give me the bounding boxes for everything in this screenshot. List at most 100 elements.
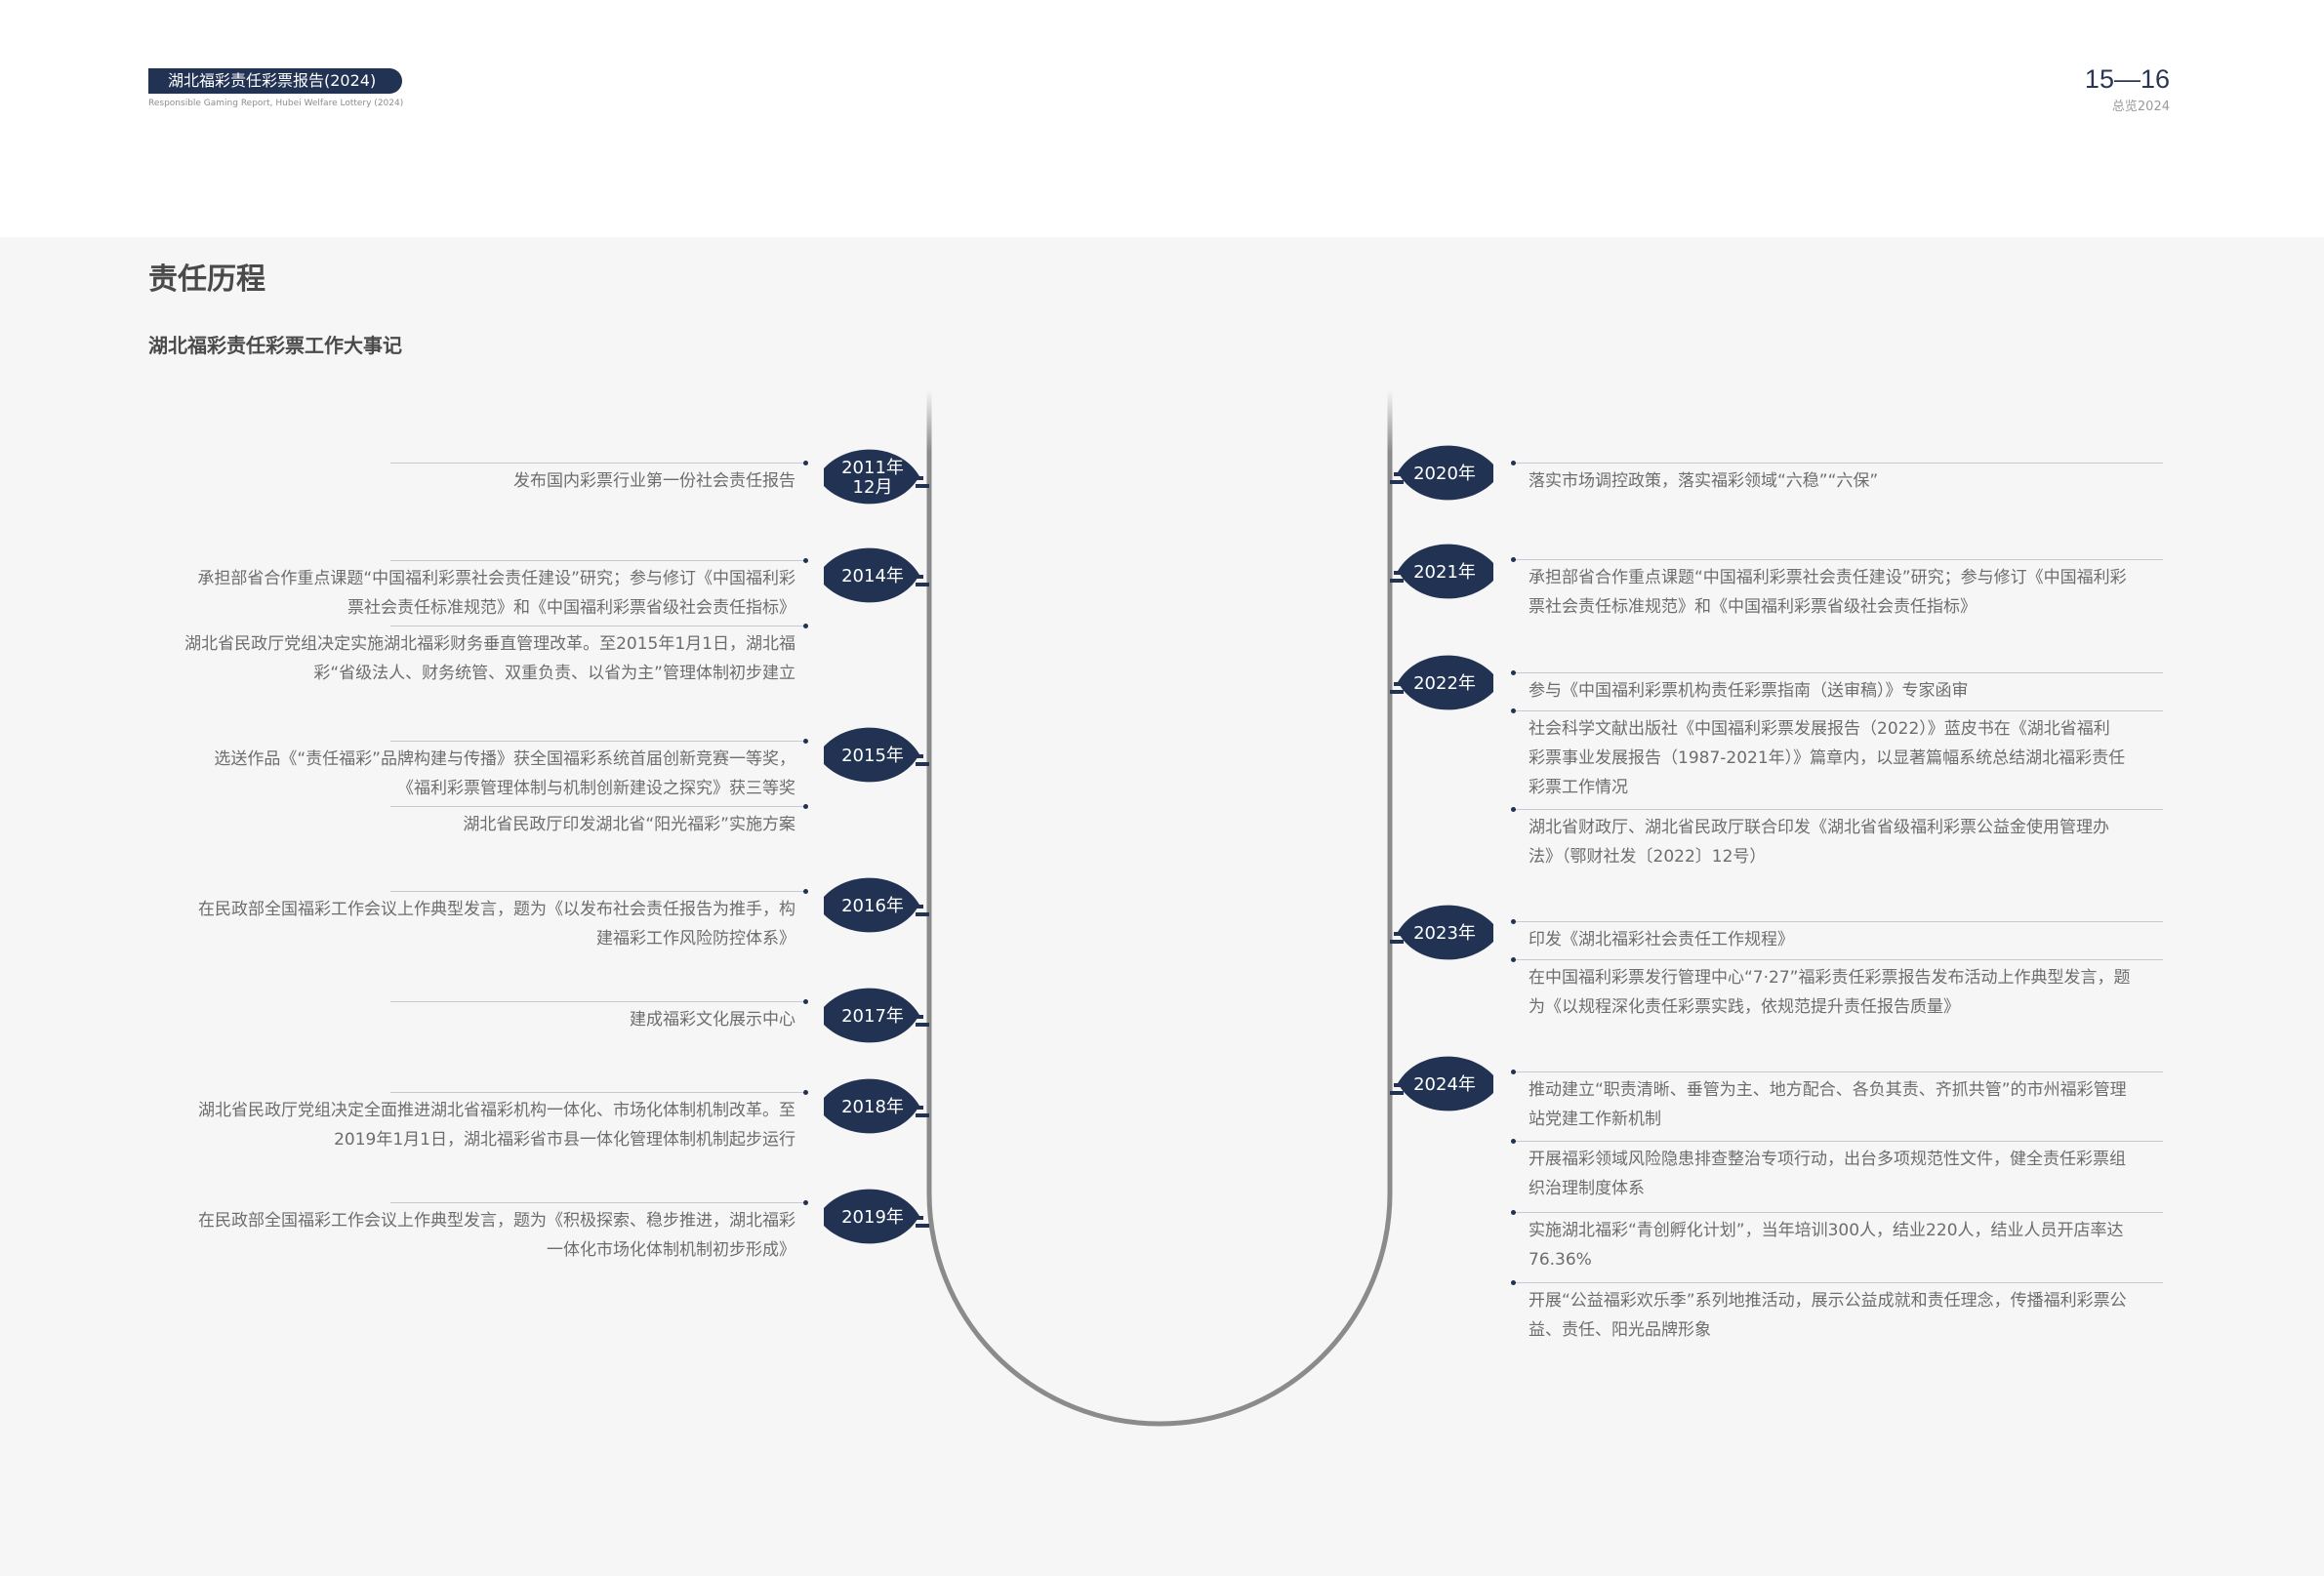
year-leaf-r-4: 2024年 [1394,1054,1495,1116]
milestone-rule [1515,1071,2163,1072]
leaf-stem [1390,579,1404,583]
milestone-rule [390,463,805,464]
leaf-stem [916,583,929,586]
milestone-dot [1511,1210,1516,1215]
milestone-rule [390,891,805,892]
milestone-dot [803,624,808,628]
milestone-dot [1511,807,1516,812]
year-leaf-r-0: 2020年 [1394,443,1495,505]
content-panel [0,237,2324,1576]
milestone-rule [390,1202,805,1203]
milestone-text-l-1-0: 承担部省合作重点课题“中国福利彩票社会责任建设”研究；参与修订《中国福利彩票社会… [197,569,795,618]
year-leaf-l-6: 2019年 [822,1187,923,1249]
milestone-rule [1515,1212,2163,1213]
milestone-dot [803,1090,808,1095]
leaf-shape [1394,445,1493,501]
year-label: 2023年 [1413,923,1476,944]
milestone-text-l-1-1: 湖北省民政厅党组决定实施湖北福彩财务垂直管理改革。至2015年1月1日，湖北福彩… [184,634,795,683]
leaf-stem [916,1113,929,1117]
page-number: 15—16 [2084,64,2170,94]
leaf-shape [1394,544,1493,599]
leaf-stem [916,1224,929,1228]
year-leaf-r-1: 2021年 [1394,542,1495,604]
report-subtitle-en: Responsible Gaming Report, Hubei Welfare… [148,99,404,108]
milestone-dot [1511,670,1516,675]
milestone-rule [1515,710,2163,711]
leaf-stem [916,912,929,916]
milestone-dot [803,804,808,809]
leaf-shape [824,1078,923,1134]
milestone-dot [803,558,808,563]
milestone-dot [1511,1070,1516,1074]
milestone-rule [390,741,805,742]
milestone-rule [390,560,805,561]
year-label: 2019年 [841,1207,904,1228]
year-label: 2015年 [841,746,904,766]
year-label: 2022年 [1413,673,1476,694]
leaf-stem [1390,940,1404,944]
leaf-shape [1394,905,1493,960]
milestone-dot [1511,557,1516,562]
leaf-shape [824,449,923,505]
milestone-text-r-2-2: 湖北省财政厅、湖北省民政厅联合印发《湖北省省级福利彩票公益金使用管理办法》（鄂财… [1529,818,2109,867]
section-subtitle: 湖北福彩责任彩票工作大事记 [148,334,402,357]
year-leaf-l-5: 2018年 [822,1076,923,1139]
milestone-rule [1515,1141,2163,1142]
milestone-dot [803,889,808,894]
year-label: 2018年 [841,1097,904,1117]
milestone-text-r-2-1: 社会科学文献出版社《中国福利彩票发展报告（2022）》蓝皮书在《湖北省福利彩票事… [1529,719,2126,797]
year-leaf-l-3: 2016年 [822,875,923,938]
year-leaf-l-4: 2017年 [822,986,923,1048]
milestone-dot [1511,1139,1516,1144]
report-badge: 湖北福彩责任彩票报告(2024) [148,68,402,94]
year-label: 2017年 [841,1006,904,1027]
leaf-shape [824,547,923,603]
year-leaf-l-1: 2014年 [822,546,923,608]
leaf-stem [916,1023,929,1027]
milestone-rule [1515,672,2163,673]
milestone-rule [1515,809,2163,810]
milestone-text-r-4-0: 推动建立“职责清晰、垂管为主、地方配合、各负其责、齐抓共管”的市州福彩管理站党建… [1529,1080,2127,1129]
milestone-text-l-6-0: 在民政部全国福彩工作会议上作典型发言，题为《积极探索、稳步推进，湖北福彩一体化市… [198,1211,795,1260]
year-label: 2014年 [841,566,904,586]
year-label: 2016年 [841,896,904,916]
milestone-rule [1515,959,2163,960]
leaf-stem [1390,690,1404,694]
milestone-rule [1515,921,2163,922]
year-label: 2020年 [1413,464,1476,484]
leaf-shape [824,1189,923,1244]
milestone-rule [390,806,805,807]
year-leaf-r-3: 2023年 [1394,903,1495,965]
milestone-text-r-2-0: 参与《中国福利彩票机构责任彩票指南（送审稿）》专家函审 [1529,681,1969,701]
leaf-stem [1390,1091,1404,1095]
milestone-text-r-3-1: 在中国福利彩票发行管理中心“7·27”福彩责任彩票报告发布活动上作典型发言，题为… [1529,968,2131,1017]
milestone-dot [803,1200,808,1205]
milestone-text-l-0-0: 发布国内彩票行业第一份社会责任报告 [513,471,795,491]
milestone-dot [1511,919,1516,924]
milestone-text-r-4-1: 开展福彩领域风险隐患排查整治专项行动，出台多项规范性文件，健全责任彩票组织治理制… [1529,1150,2126,1198]
page-section: 总览2024 [2111,100,2170,114]
section-title: 责任历程 [148,263,265,297]
year-leaf-r-2: 2022年 [1394,653,1495,715]
year-label: 2024年 [1413,1074,1476,1095]
year-label: 2021年 [1413,562,1476,583]
milestone-text-l-2-1: 湖北省民政厅印发湖北省“阳光福彩”实施方案 [463,815,795,834]
milestone-dot [1511,957,1516,962]
milestone-text-r-0-0: 落实市场调控政策，落实福彩领域“六稳”“六保” [1529,471,1879,491]
milestone-dot [803,999,808,1004]
milestone-text-r-1-0: 承担部省合作重点课题“中国福利彩票社会责任建设”研究；参与修订《中国福利彩票社会… [1529,568,2127,617]
milestone-dot [1511,708,1516,713]
leaf-shape [824,988,923,1043]
milestone-text-l-4-0: 建成福彩文化展示中心 [630,1010,795,1030]
leaf-stem [916,484,929,488]
leaf-stem [1390,480,1404,484]
milestone-rule [1515,559,2163,560]
milestone-dot [803,461,808,465]
milestone-text-r-4-3: 开展“公益福彩欢乐季”系列地推活动，展示公益成就和责任理念，传播福利彩票公益、责… [1529,1291,2127,1340]
leaf-shape [1394,1056,1493,1111]
